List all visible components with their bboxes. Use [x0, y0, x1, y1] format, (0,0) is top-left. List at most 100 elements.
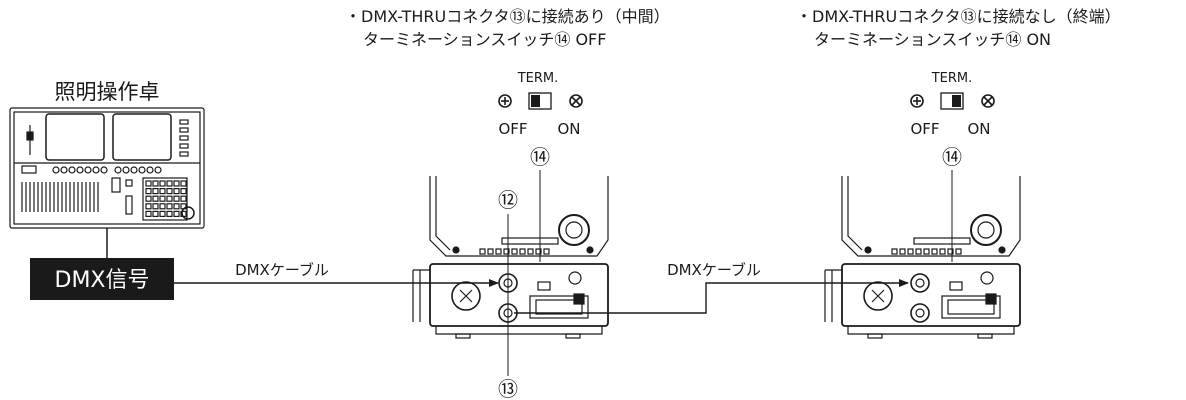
fixture-2-foot-left	[867, 333, 883, 339]
indicator-led	[487, 248, 494, 255]
indicator-led	[947, 248, 954, 255]
console-key	[152, 188, 159, 195]
fixture-2-note-line1: ・DMX-THRUコネクタ⑬に接続なし（終端）	[796, 7, 1121, 26]
console-key	[145, 203, 152, 210]
console-key	[159, 195, 166, 202]
fixture-1-dmx-in-pin	[503, 278, 513, 288]
fixture-2-dmx-thru-pin	[915, 308, 925, 318]
fixture-2-callout-switch: ⑭	[942, 145, 962, 169]
indicator-led	[535, 248, 542, 255]
fixture-1-button	[573, 293, 585, 305]
fixture-1-indicator-row	[479, 248, 550, 255]
console-key	[166, 195, 173, 202]
indicator-led	[931, 248, 938, 255]
fixture-1-callout-dmx-thru: ⑬	[498, 377, 518, 400]
fixture-2-indicator-row	[891, 248, 962, 255]
indicator-led	[543, 248, 550, 255]
console-side-buttons	[179, 119, 189, 157]
fixture-1-display	[529, 295, 589, 319]
fixture-2-handle	[824, 269, 842, 322]
fixture-1-switch-on-label: ON	[557, 120, 580, 138]
indicator-led	[891, 248, 898, 255]
console-key	[173, 188, 180, 195]
fixture-2-screw-left	[864, 246, 872, 254]
fixture-1-callout-switch: ⑭	[530, 145, 550, 169]
console-key	[166, 210, 173, 217]
fixture-1-rear-panel	[429, 263, 609, 327]
lighting-console	[9, 107, 205, 229]
indicator-led	[899, 248, 906, 255]
console-title: 照明操作卓	[55, 80, 160, 104]
fixture-2-yoke-knob-inner	[977, 221, 995, 239]
fixture-1-top-vent	[501, 237, 559, 245]
fixture-1-yoke-knob	[558, 214, 590, 246]
fixture-1-display-window	[535, 299, 583, 315]
cross-screw-icon	[569, 94, 583, 108]
console-key	[180, 195, 187, 202]
fixture-2-switch-title: TERM.	[931, 71, 973, 86]
console-fader-knob	[26, 131, 34, 141]
console-key	[145, 210, 152, 217]
fixture-2-dmx-in-connector	[910, 273, 930, 293]
fixture-2-display	[941, 295, 1001, 319]
console-body	[9, 107, 205, 229]
fixture-2-switch-off-label: OFF	[910, 120, 939, 138]
indicator-led	[503, 248, 510, 255]
cable-label-1: DMXケーブル	[235, 261, 329, 279]
fixture-1-screw-left	[452, 246, 460, 254]
console-key	[180, 180, 187, 187]
console-key	[173, 195, 180, 202]
fixture-1-note-line1: ・DMX-THRUコネクタ⑬に接続あり（中間）	[345, 7, 670, 26]
plus-screw-icon	[498, 94, 512, 108]
indicator-led	[495, 248, 502, 255]
fixture-1-yoke-knob-inner	[565, 221, 583, 239]
console-fader-bank	[21, 182, 99, 212]
fixture-1	[412, 176, 609, 339]
dmx-signal-box	[30, 258, 174, 300]
console-key	[145, 180, 152, 187]
fixture-1-foot-left	[455, 333, 471, 339]
fixture-2-display-window	[947, 299, 995, 315]
fixture-2-power-inlet-mark	[871, 289, 885, 303]
fixture-2-switch-lever	[952, 95, 961, 107]
fixture-1-screw-right	[586, 246, 594, 254]
console-key	[166, 188, 173, 195]
fixture-1-power-inlet	[451, 281, 481, 311]
console-key	[159, 180, 166, 187]
fixture-1-yoke-inner	[435, 176, 451, 251]
indicator-led	[519, 248, 526, 255]
indicator-led	[907, 248, 914, 255]
fixture-2-rear-panel	[841, 263, 1021, 327]
fixture-2-button	[985, 293, 997, 305]
fixture-2-yoke	[841, 176, 1021, 257]
fixture-2-dmx-thru-connector	[910, 303, 930, 323]
fixture-2	[824, 176, 1021, 339]
fixture-1-dmx-thru-pin	[503, 308, 513, 318]
console-keypad-grid	[145, 180, 187, 217]
console-key	[166, 180, 173, 187]
console-key	[152, 180, 159, 187]
console-wheel	[181, 206, 195, 220]
console-key	[145, 195, 152, 202]
fixture-1-dmx-thru-connector	[498, 303, 518, 323]
console-key	[152, 210, 159, 217]
fixture-1-term-switch	[537, 281, 551, 291]
fixture-2-foot-right	[977, 333, 993, 339]
fixture-2-term-switch-diagram: TERM. OFF ON ⑭	[910, 71, 995, 169]
fixture-2-base	[847, 326, 1015, 335]
indicator-led	[915, 248, 922, 255]
fixture-1-switch-lever	[531, 95, 540, 107]
fixture-2-note-line2: ターミネーションスイッチ⑭ ON	[814, 30, 1051, 49]
fixture-2-fuse	[980, 271, 994, 285]
cable-label-2: DMXケーブル	[667, 261, 761, 279]
indicator-led	[511, 248, 518, 255]
indicator-led	[939, 248, 946, 255]
fixture-1-switch-title: TERM.	[517, 71, 559, 86]
fixture-1-fuse	[568, 271, 582, 285]
console-key	[173, 180, 180, 187]
fixture-2-yoke-knob	[970, 214, 1002, 246]
cable-2	[514, 279, 909, 314]
console-knob-row	[52, 166, 162, 174]
console-screen-right	[112, 113, 172, 161]
console-key	[159, 203, 166, 210]
